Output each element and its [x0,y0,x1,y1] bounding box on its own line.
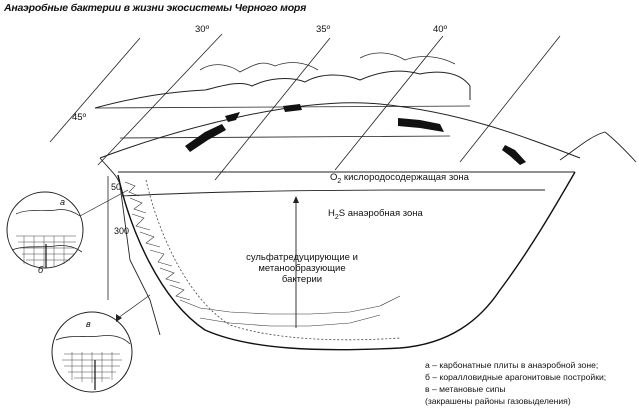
depth-label-300: 300 [114,226,130,236]
bacteria-label: сульфатредуцирующие и метанообразующие б… [246,252,358,285]
right-mountain [559,131,637,163]
latitude-label-45: 45º [72,112,87,123]
oxygen-zone-label: O2 кислородосодержащая зона [330,173,469,185]
depth-arrow-head [293,196,299,203]
meridian-45 [459,35,561,163]
oxygen-prefix: O [330,172,338,183]
meridian-30 [97,33,223,166]
basin-shelf [145,179,401,341]
legend-note: (закрашены районы газовыделения) [425,396,571,406]
crimea-shore [199,62,319,73]
meridian-25 [49,37,141,143]
inset-letter-a: а [60,197,66,207]
gas-release-areas [185,104,526,165]
inset-top-pointer [79,189,129,217]
longitude-label-40: 40º [433,24,448,35]
longitude-label-30: 30º [195,24,210,35]
azov-shore [359,52,456,65]
legend-item-a: а – карбонатные плиты в анаэробной зоне; [425,360,599,370]
h2s-zone-text: S анаэробная зона [338,208,423,219]
slope-texture [124,181,401,327]
inset-letter-v: в [86,319,91,329]
legend-item-b: б – коралловидные арагонитовые постройки… [425,372,607,382]
meridian-40 [334,35,444,171]
oxygen-subscript: 2 [337,177,342,185]
zone-boundary [121,189,545,197]
inset-bottom-arrowhead [116,314,122,322]
coastline [94,70,471,109]
diagram-title: Анаэробные бактерии в жизни экосистемы Ч… [4,2,307,14]
inset-bottom [51,311,133,393]
latitude-40 [119,135,451,139]
meridian-35 [214,37,331,181]
longitude-label-35: 35º [316,24,331,35]
h2s-subscript: 2 [334,213,339,221]
h2s-zone-label: H2S анаэробная зона [328,209,423,221]
inset-top [6,191,84,269]
inset-letter-b: б [38,265,44,275]
latitude-45 [94,105,471,109]
oxygen-zone-text: кислородосодержащая зона [341,172,469,183]
depth-label-50: 50 [111,182,122,192]
left-slope [99,157,161,336]
basin-outline [117,171,576,351]
sea-surface [99,102,581,159]
legend-item-v: в – метановые сипы [425,384,506,394]
map-grid [49,33,561,181]
h2s-prefix: H [328,208,335,219]
inset-bottom-pointer [117,294,151,319]
